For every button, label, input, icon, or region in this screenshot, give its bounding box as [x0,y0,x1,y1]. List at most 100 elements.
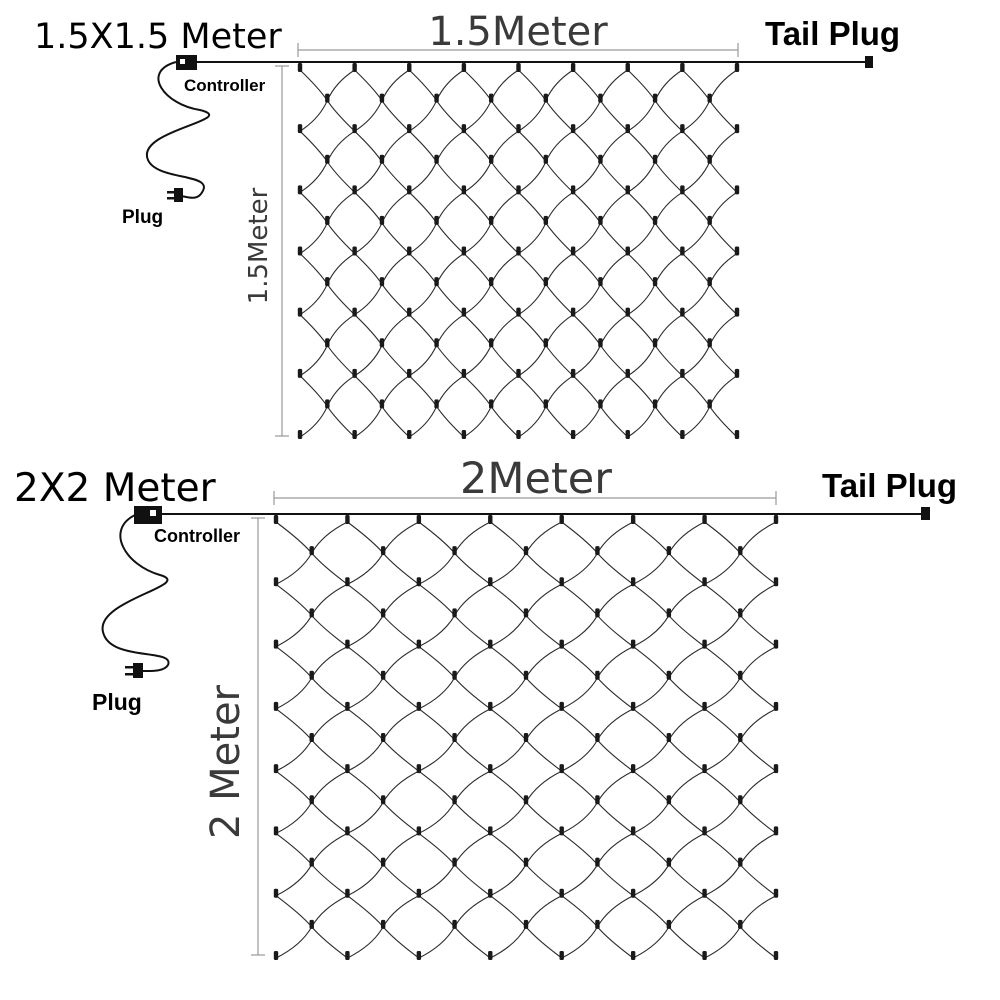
net-wire [681,69,711,101]
net-wire [275,770,313,803]
net-wire [490,283,519,316]
net-wire [436,69,465,101]
net-wire [354,314,383,346]
net-wire [704,615,741,648]
net-wire [311,926,348,959]
net-wire [632,583,670,616]
net-wire [354,100,383,132]
led-bulb [666,857,672,867]
net-wire [275,926,313,959]
net-wire [627,100,656,132]
led-bulb [543,399,549,409]
net-wire [347,770,384,803]
net-wire [490,191,519,224]
led-bulb [407,246,412,256]
net-wire [572,191,601,224]
led-bulb [380,546,386,556]
net-wire [299,345,328,377]
net-wire [545,253,574,285]
lead-wire [101,514,170,673]
net-wire [668,864,705,897]
net-wire [347,552,384,585]
net-wire [299,191,328,224]
net-wire [561,864,598,897]
led-bulb [379,215,385,225]
led-bulb [523,795,529,805]
led-bulb [559,826,564,836]
net-wire [682,345,711,377]
led-bulb [416,826,422,836]
led-bulb [523,857,529,867]
net-wire [632,802,670,834]
led-bulb [702,515,707,524]
net-wire [654,344,683,377]
led-bulb [702,888,707,898]
net-wire [299,69,328,101]
led-bulb [773,701,779,711]
led-bulb [452,546,457,556]
net-wire [599,314,629,346]
led-bulb [325,154,330,164]
led-bulb [543,215,549,225]
led-bulb [309,608,314,618]
net-wire [525,895,562,928]
net-wire [311,801,348,834]
net-wire [408,100,438,132]
led-bulb [570,63,576,72]
net-wire [408,253,438,285]
plug-prong-top [167,191,174,194]
net-wire [709,69,738,101]
net-wire [682,406,711,438]
net-wire [382,770,420,803]
led-bulb [598,154,603,164]
led-bulb [379,399,385,409]
net-wire [668,895,705,928]
net-wire [668,615,705,648]
net-wire [545,314,574,346]
net-wire [518,161,547,193]
led-bulb [734,124,740,134]
led-bulb [652,154,658,164]
led-bulb [379,154,385,164]
net-wire [596,770,634,803]
net-wire [627,406,656,438]
net-wire [668,646,705,678]
net-wire [525,583,562,616]
led-bulb [488,277,494,287]
net-wire [599,253,629,285]
net-wire [596,521,634,554]
led-bulb [325,277,330,287]
net-wire [490,69,519,101]
net-wire [354,130,383,163]
net-wire [632,646,670,679]
led-bulb [407,430,412,439]
led-bulb [488,826,493,836]
net-wire [709,222,738,254]
net-wire [545,344,574,377]
net-wire [463,345,492,377]
led-bulb [652,277,658,287]
led-bulb [309,857,314,867]
led-bulb [488,764,493,774]
led-bulb [734,246,740,256]
net-wire [381,314,410,346]
net-wire [704,708,741,741]
net-wire [408,314,438,346]
net-wire [490,314,519,346]
height-label: 2 Meter [203,684,249,839]
net-wire [668,926,705,959]
led-bulb [598,93,603,103]
net-wire [599,283,629,316]
net-wire [275,708,313,741]
net-wire [311,583,348,616]
led-bulb [702,577,707,587]
net-wire [545,222,574,254]
led-bulb [297,368,303,378]
led-bulb [543,93,549,103]
net-wire [739,677,777,710]
led-bulb [461,430,467,439]
net-wire [739,739,777,772]
net-wire [463,406,492,438]
net-wire [408,69,438,101]
net-wire [275,521,313,554]
